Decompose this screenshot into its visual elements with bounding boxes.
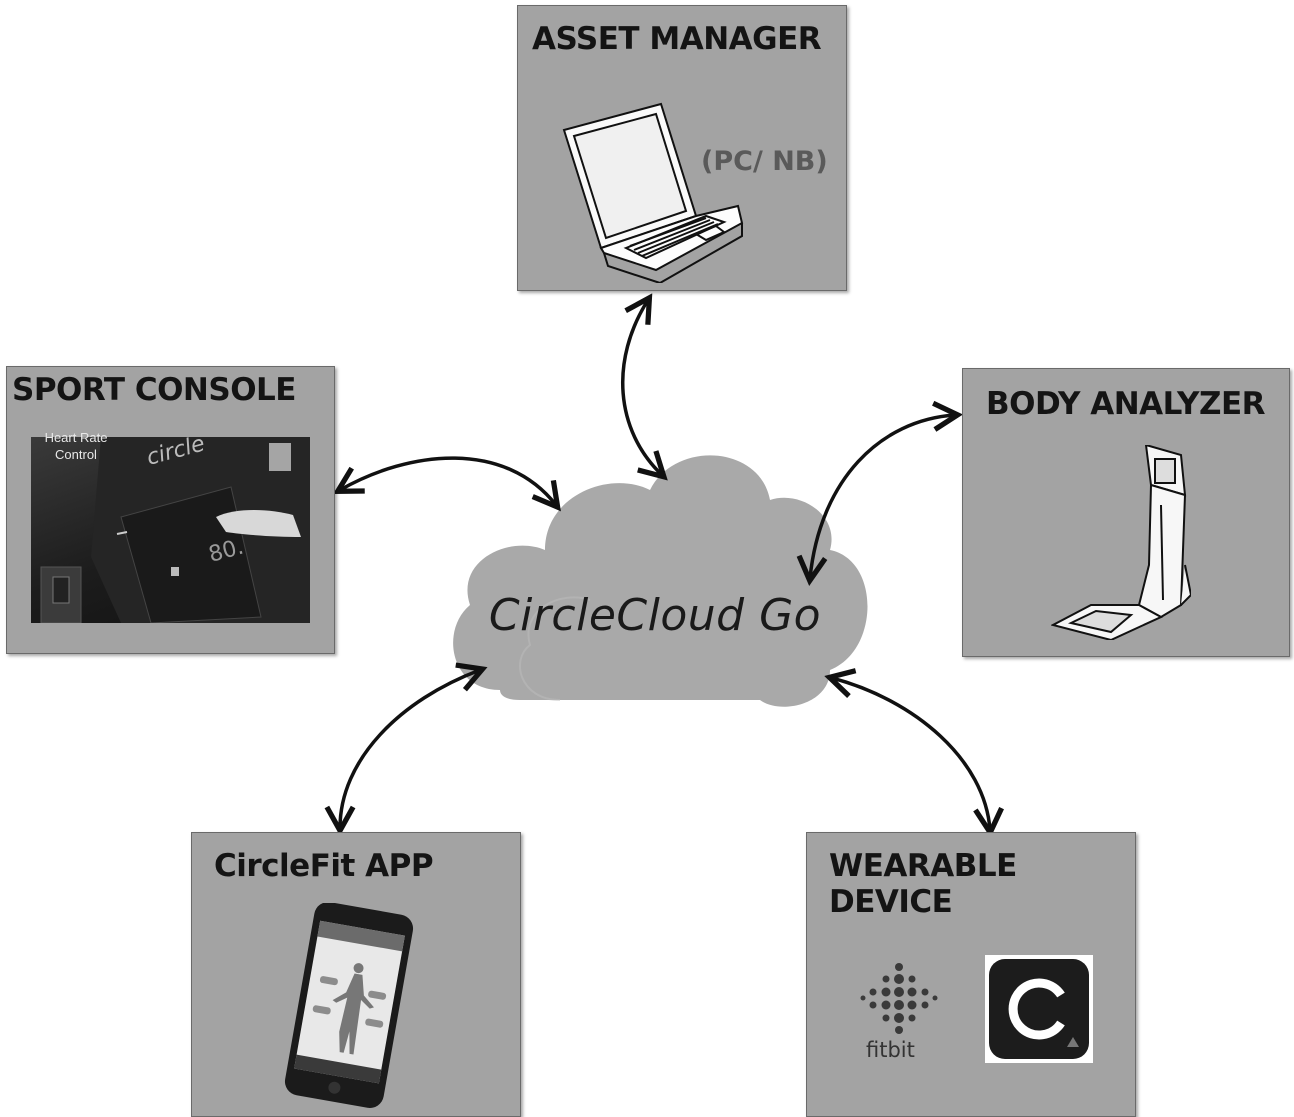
smartphone-icon xyxy=(284,903,414,1108)
cloud-label: CircleCloud Go xyxy=(488,590,822,641)
arrow-sport-console xyxy=(340,456,556,505)
arrow-wearable-device xyxy=(832,678,990,830)
fitbit-label: fitbit xyxy=(866,1038,915,1062)
arrow-body-analyzer xyxy=(810,415,955,578)
circlefit-app-box: CircleFit APP xyxy=(191,832,521,1117)
arrow-circlefit-app xyxy=(340,670,480,828)
wearable-device-title: WEARABLE DEVICE xyxy=(829,848,1017,920)
circle-app-logo xyxy=(985,955,1093,1063)
cloud-shape xyxy=(453,455,868,707)
asset-manager-box: ASSET MANAGER (PC/ NB) xyxy=(517,5,847,291)
wearable-device-box: WEARABLE DEVICE fitbit xyxy=(806,832,1136,1117)
fitbit-logo xyxy=(860,963,938,1034)
sport-console-box: SPORT CONSOLE circle 80. Heart Rate Cont… xyxy=(6,366,335,654)
console-photo: circle 80. xyxy=(31,437,310,623)
pc-nb-label: (PC/ NB) xyxy=(701,146,828,177)
body-analyzer-icon xyxy=(1051,445,1191,640)
laptop-icon xyxy=(562,102,744,283)
console-screen-label: Heart Rate Control xyxy=(44,430,108,462)
circlefit-app-title: CircleFit APP xyxy=(214,848,434,884)
body-analyzer-title: BODY ANALYZER xyxy=(986,386,1266,422)
arrow-asset-manager xyxy=(621,300,662,475)
sport-console-title: SPORT CONSOLE xyxy=(12,372,296,408)
asset-manager-title: ASSET MANAGER xyxy=(532,21,822,57)
body-analyzer-box: BODY ANALYZER xyxy=(962,368,1290,657)
console-screen-graphic: circle 80. xyxy=(40,437,310,623)
